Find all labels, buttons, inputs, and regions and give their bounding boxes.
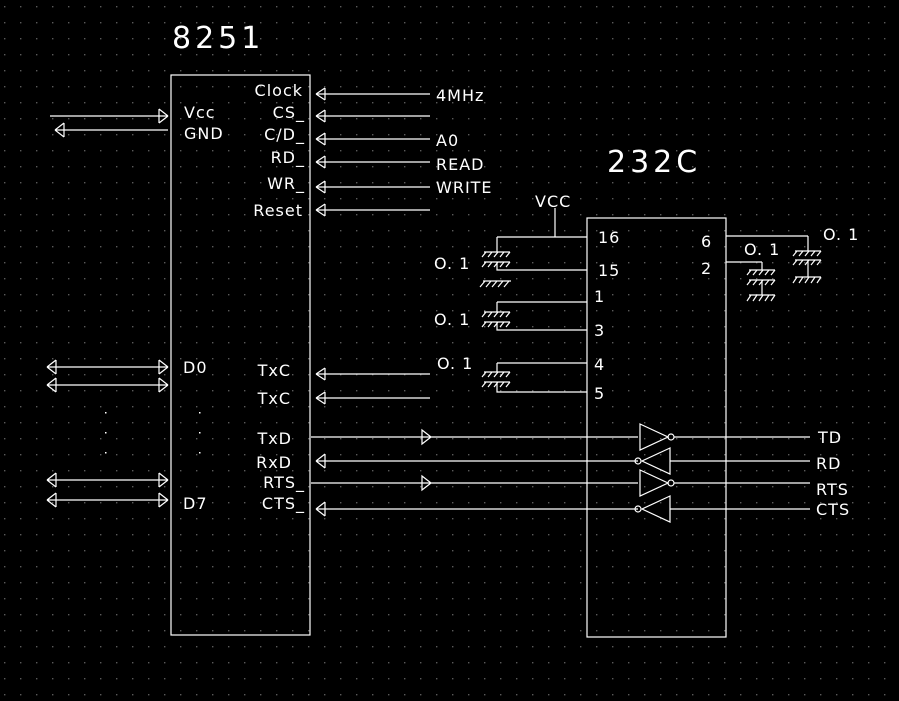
signal-read: READ bbox=[436, 155, 485, 174]
pin-1: 1 bbox=[594, 287, 605, 306]
signal-labels: 4MHz A0 READ WRITE bbox=[436, 86, 493, 197]
bus-ellipsis bbox=[105, 412, 201, 454]
capacitor-1 bbox=[481, 251, 511, 268]
pin-cd: C/D_ bbox=[264, 125, 305, 145]
line-buffers bbox=[634, 423, 810, 523]
pin-clock: Clock bbox=[255, 81, 303, 100]
uart-chip-body[interactable] bbox=[170, 74, 311, 636]
out-td: TD bbox=[817, 428, 842, 447]
out-rd: RD bbox=[816, 454, 841, 473]
vcc-line bbox=[496, 208, 587, 252]
signal-4mhz: 4MHz bbox=[436, 86, 484, 105]
pin-d7: D7 bbox=[183, 494, 208, 513]
pin-txc-2: TxC bbox=[257, 389, 291, 408]
pin-txd: TxD bbox=[256, 429, 292, 448]
cap-label-4: O. 1 bbox=[744, 240, 780, 259]
pin-2: 2 bbox=[701, 259, 712, 278]
cap-label-1: O. 1 bbox=[434, 254, 470, 273]
pin-rxd: RxD bbox=[256, 453, 292, 472]
serial-lines bbox=[311, 428, 638, 517]
control-input-lines bbox=[315, 87, 430, 217]
pin-txc-1: TxC bbox=[257, 361, 291, 380]
pin-4: 4 bbox=[594, 355, 605, 374]
pin-cts: CTS_ bbox=[262, 494, 305, 514]
ground-symbol bbox=[479, 280, 511, 288]
pin-d0: D0 bbox=[183, 358, 208, 377]
pin-vcc: Vcc bbox=[184, 103, 216, 122]
pin-16: 16 bbox=[598, 228, 620, 247]
capacitor-5 bbox=[792, 250, 822, 284]
driver-title: 232C bbox=[607, 145, 701, 180]
capacitor-4 bbox=[746, 269, 776, 302]
driver-vcc: VCC bbox=[535, 192, 571, 211]
uart-title: 8251 bbox=[172, 21, 264, 56]
capacitors bbox=[481, 250, 822, 388]
out-rts: RTS bbox=[816, 480, 849, 499]
data-bus-lines bbox=[46, 359, 169, 508]
signal-a0: A0 bbox=[436, 131, 459, 150]
pin-3: 3 bbox=[594, 321, 605, 340]
uart-pin-labels: Clock CS_ C/D_ RD_ WR_ Reset Vcc GND D0 … bbox=[183, 81, 305, 514]
pin-5: 5 bbox=[594, 384, 605, 403]
txc-input-lines bbox=[315, 367, 430, 405]
pin-cs: CS_ bbox=[273, 103, 305, 123]
pin-rd: RD_ bbox=[271, 148, 305, 168]
out-cts: CTS bbox=[816, 500, 850, 519]
driver-chip-body[interactable] bbox=[586, 217, 727, 638]
power-lines bbox=[50, 108, 169, 138]
cap-label-2: O. 1 bbox=[434, 310, 470, 329]
pin-reset: Reset bbox=[253, 201, 303, 220]
driver-labels: VCC 16 15 1 3 4 5 6 2 O. 1 O. 1 O. 1 O. … bbox=[434, 192, 859, 519]
pin-wr: WR_ bbox=[267, 174, 305, 194]
signal-write: WRITE bbox=[436, 178, 493, 197]
pin-rts: RTS_ bbox=[263, 473, 305, 493]
pin-6: 6 bbox=[701, 232, 712, 251]
capacitor-2 bbox=[481, 311, 511, 328]
cap-label-5: O. 1 bbox=[823, 225, 859, 244]
pin-15: 15 bbox=[598, 261, 620, 280]
pin-gnd: GND bbox=[184, 124, 224, 143]
cap-label-3: O. 1 bbox=[437, 354, 473, 373]
capacitor-3 bbox=[481, 371, 511, 388]
